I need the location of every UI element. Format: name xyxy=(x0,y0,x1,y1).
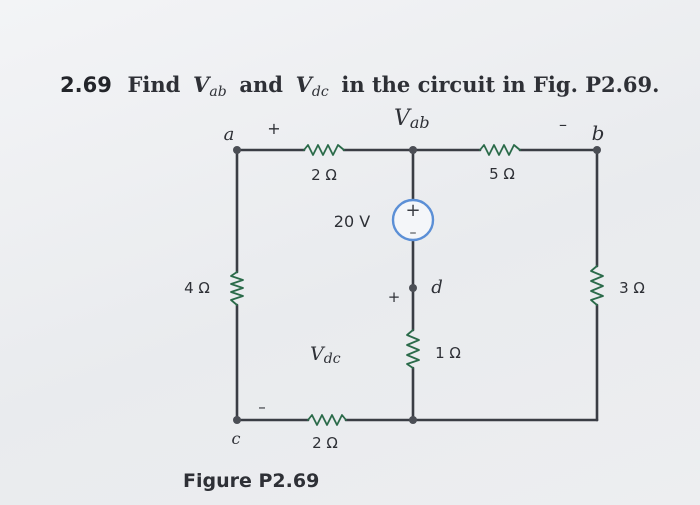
label-r-bottom: 2 Ω xyxy=(312,434,338,452)
source-circle xyxy=(391,198,435,242)
label-source: 20 V xyxy=(334,212,370,231)
node-d-dot xyxy=(409,284,417,292)
problem-v2-sub: dc xyxy=(312,84,329,100)
figure-caption: Figure P2.69 xyxy=(183,470,319,492)
node-bottom-junction xyxy=(409,416,417,424)
problem-v2: V xyxy=(296,72,315,97)
vdc-main: V xyxy=(310,343,326,365)
wires xyxy=(235,148,599,422)
label-r-left: 4 Ω xyxy=(184,279,210,297)
node-b-label: b xyxy=(592,121,605,145)
label-r-right: 3 Ω xyxy=(619,279,645,297)
vab-sub: ab xyxy=(410,113,430,132)
label-r-middle: 1 Ω xyxy=(435,344,461,362)
problem-text-rest: in the circuit in Fig. P2.69. xyxy=(341,72,659,97)
problem-v1: V xyxy=(193,72,212,97)
vdc-minus-sign: – xyxy=(258,398,266,416)
resistor-middle xyxy=(406,329,420,369)
vab-label: Vab xyxy=(394,106,430,132)
resistor-left xyxy=(230,271,244,306)
problem-statement: 2.69 Find Vab and Vdc in the circuit in … xyxy=(60,72,659,101)
source-minus: – xyxy=(410,225,417,241)
problem-text-find: Find xyxy=(128,72,181,97)
resistor-top-left xyxy=(303,144,345,156)
resistor-bottom xyxy=(307,414,347,426)
vdc-label: Vdc xyxy=(310,343,341,367)
source-plus: + xyxy=(405,200,420,221)
voltage-source: + – xyxy=(391,198,435,242)
problem-text-and: and xyxy=(239,72,283,97)
problem-number: 2.69 xyxy=(60,73,112,97)
label-r-top-right: 5 Ω xyxy=(489,165,515,183)
vab-minus-sign: – xyxy=(559,115,567,134)
label-r-top-left: 2 Ω xyxy=(311,166,337,184)
vab-main: V xyxy=(394,106,412,131)
vdc-sub: dc xyxy=(324,351,341,367)
node-a-label: a xyxy=(224,124,235,145)
node-c-label: c xyxy=(232,429,241,448)
node-a-dot xyxy=(233,146,241,154)
problem-v1-sub: ab xyxy=(209,84,226,100)
resistor-top-right xyxy=(479,144,521,156)
node-d-label: d xyxy=(431,277,443,298)
vdc-plus-sign: + xyxy=(388,288,401,306)
node-b-dot xyxy=(593,146,601,154)
node-c-dot xyxy=(233,416,241,424)
resistor-right xyxy=(590,265,604,306)
vab-plus-sign: + xyxy=(267,119,280,138)
node-top-junction xyxy=(409,146,417,154)
